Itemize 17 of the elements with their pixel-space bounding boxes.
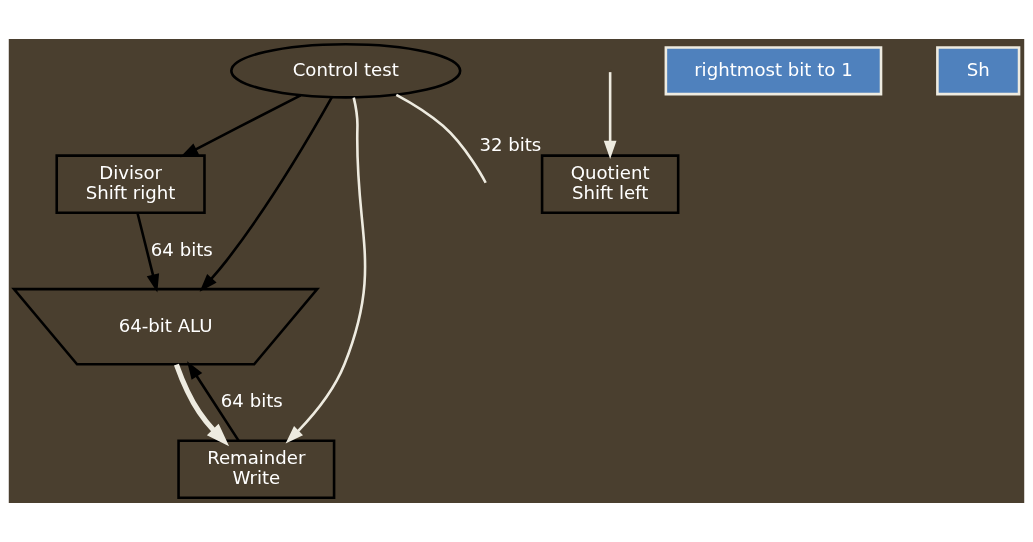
arrow (199, 96, 333, 292)
node-box: Remainder Write (177, 439, 336, 500)
node-box: rightmost bit to 1 (664, 46, 883, 96)
arrow (285, 97, 367, 444)
node-ellipse: Control test (230, 42, 462, 99)
arrow (136, 212, 160, 293)
node-box: Divisor Shift right (55, 154, 206, 214)
arrow (603, 72, 617, 159)
edge-label: 64 bits (220, 390, 283, 412)
arrow (174, 363, 230, 447)
node-box: Quotient Shift left (540, 154, 680, 214)
arrow (187, 361, 240, 442)
node-box: Sh (936, 46, 1021, 96)
edge-label: 64 bits (150, 238, 213, 260)
arrow (180, 94, 302, 158)
connector (395, 93, 487, 184)
node-label: 32 bits (479, 133, 542, 155)
